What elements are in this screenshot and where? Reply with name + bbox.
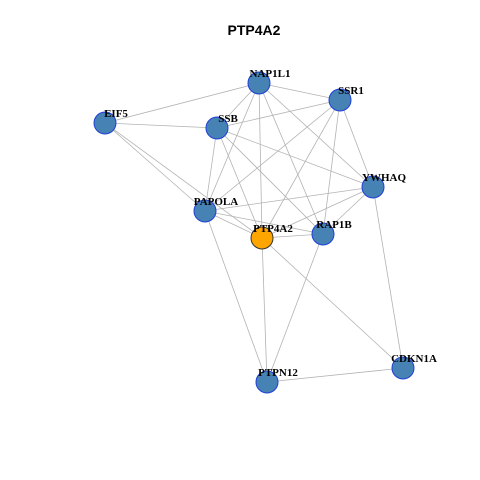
node-label-eif5: EIF5 — [104, 108, 128, 120]
node-label-ptpn12: PTPN12 — [258, 367, 298, 379]
edge-nap1l1-rap1b — [258, 82, 324, 235]
edge-layer — [104, 82, 404, 383]
edge-ssb-ywhaq — [216, 127, 374, 188]
node-ywhaq — [361, 175, 385, 199]
edge-nap1l1-papola — [204, 82, 260, 212]
node-label-rap1b: RAP1B — [316, 219, 352, 231]
edge-ywhaq-papola — [204, 186, 374, 212]
edge-eif5-ssb — [104, 122, 218, 129]
edge-ssr1-papola — [204, 99, 341, 212]
edge-ywhaq-cdkn1a — [372, 186, 404, 369]
edge-ywhaq-ptp4a2 — [261, 186, 374, 239]
edge-papola-rap1b — [204, 210, 324, 235]
node-ptp4a2 — [250, 226, 274, 250]
node-label-ssr1: SSR1 — [338, 85, 364, 97]
edge-eif5-papola — [104, 122, 206, 212]
edge-ptp4a2-cdkn1a — [261, 237, 404, 369]
edge-ssb-rap1b — [216, 127, 324, 235]
edge-nap1l1-ssr1 — [258, 82, 341, 101]
edge-rap1b-ptpn12 — [266, 233, 324, 383]
node-eif5 — [93, 111, 117, 135]
edge-ssb-ptp4a2 — [216, 127, 263, 239]
node-label-cdkn1a: CDKN1A — [391, 353, 437, 365]
edge-papola-ptpn12 — [204, 210, 268, 383]
edge-ssr1-ssb — [216, 99, 341, 129]
node-ssr1 — [328, 88, 352, 112]
node-cdkn1a — [391, 356, 415, 380]
node-layer — [93, 71, 415, 394]
node-papola — [193, 199, 217, 223]
edge-ssr1-ywhaq — [339, 99, 374, 188]
edge-eif5-ptp4a2 — [104, 122, 263, 239]
node-nap1l1 — [247, 71, 271, 95]
edge-nap1l1-ywhaq — [258, 82, 374, 188]
edge-ssb-papola — [204, 127, 218, 212]
edge-ptpn12-cdkn1a — [266, 367, 404, 383]
graph-title: PTP4A2 — [228, 22, 281, 38]
node-ssb — [205, 116, 229, 140]
node-label-ywhaq: YWHAQ — [362, 172, 406, 184]
node-rap1b — [311, 222, 335, 246]
node-ptpn12 — [255, 370, 279, 394]
node-label-ssb: SSB — [218, 113, 238, 125]
node-label-papola: PAPOLA — [194, 196, 238, 208]
node-label-ptp4a2: PTP4A2 — [253, 223, 293, 235]
edge-ssr1-rap1b — [322, 99, 341, 235]
edge-ptp4a2-ptpn12 — [261, 237, 268, 383]
edge-ssr1-ptp4a2 — [261, 99, 341, 239]
edge-nap1l1-eif5 — [104, 82, 260, 124]
edge-nap1l1-ptp4a2 — [258, 82, 263, 239]
node-label-nap1l1: NAP1L1 — [250, 68, 291, 80]
